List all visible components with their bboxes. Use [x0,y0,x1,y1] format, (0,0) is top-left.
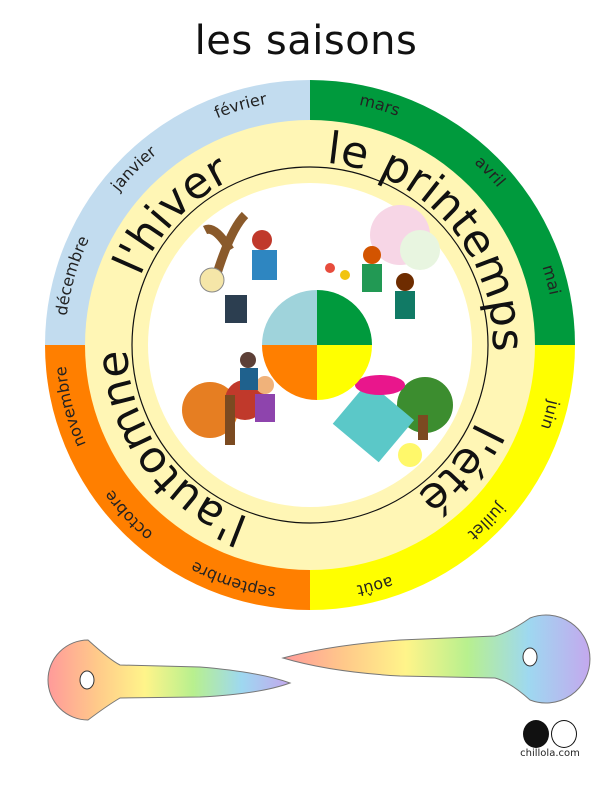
page-title: les saisons [194,18,418,64]
ring-divider [131,166,489,524]
pie-spring [317,290,372,345]
girl-face-icon [523,720,549,748]
pie-autumn [262,345,317,400]
chillola-logo: chillola.com [514,720,586,759]
logo-text: chillola.com [520,748,580,759]
short-hand-cutout[interactable] [47,639,292,721]
pivot-hole [522,647,538,667]
pie-winter [262,290,317,345]
boy-face-icon [551,720,577,748]
winter-illustration [199,211,277,323]
pie-summer [317,345,372,400]
spring-illustration [325,205,440,319]
autumn-illustration [182,352,275,445]
pivot-hole [79,670,95,690]
long-hand-cutout[interactable] [281,614,591,704]
summer-illustration [332,375,453,467]
